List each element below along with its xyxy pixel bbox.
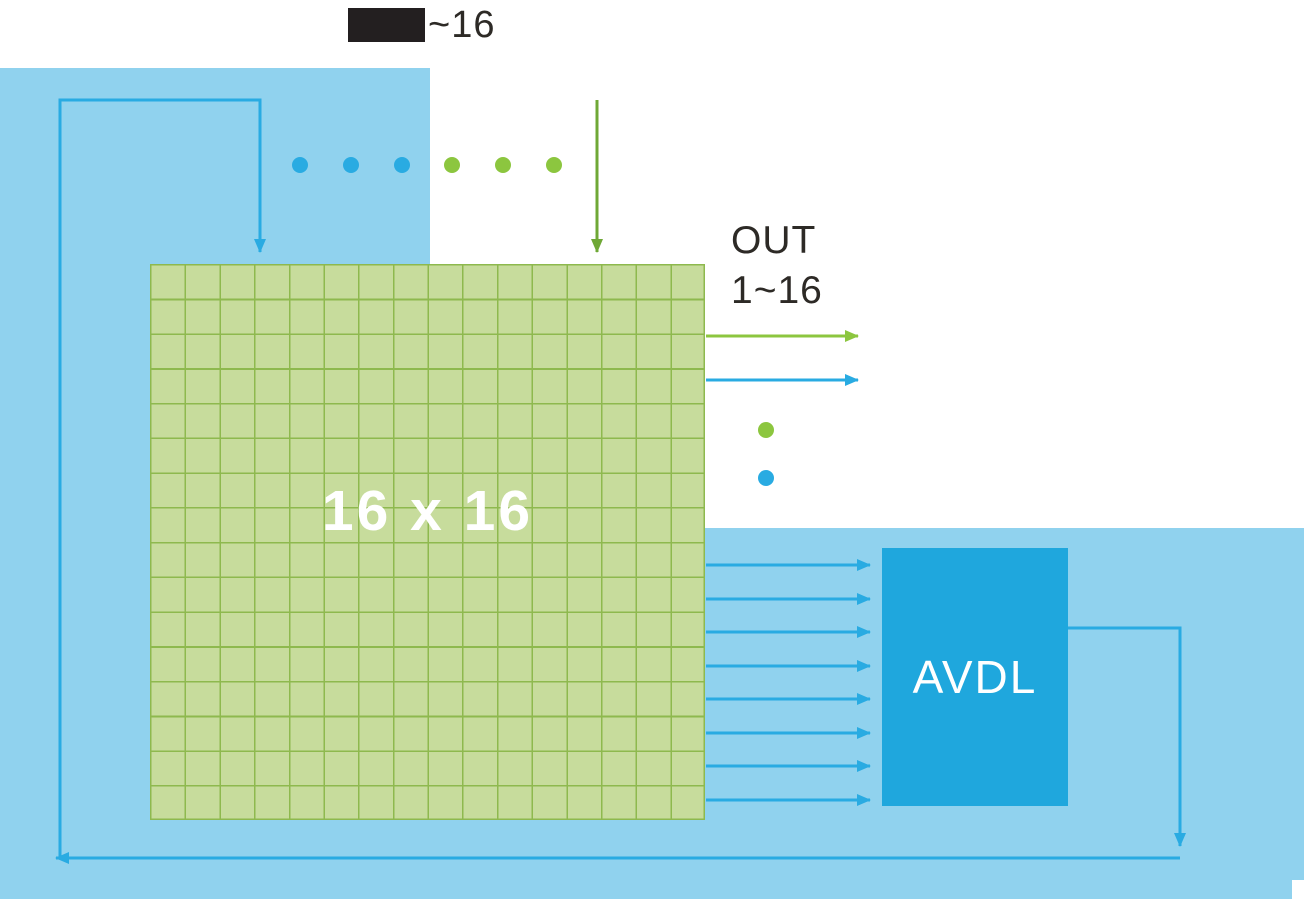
input-label-redacted-box <box>348 8 425 42</box>
input-ellipsis-dot-blue <box>292 157 308 173</box>
input-ellipsis-dot-green <box>444 157 460 173</box>
out-label-line2: 1~16 <box>731 269 823 312</box>
output-ellipsis-dot-blue <box>758 470 774 486</box>
avdl-label: AVDL <box>912 651 1038 703</box>
avdl-block: AVDL <box>882 548 1068 806</box>
input-range-label: ~16 <box>428 4 496 46</box>
out-range-label: OUT 1~16 <box>731 216 823 316</box>
input-ellipsis-dot-green <box>546 157 562 173</box>
input-ellipsis-dot-blue <box>343 157 359 173</box>
matrix-size-label: 16 x 16 <box>321 479 534 543</box>
output-ellipsis-dot-green <box>758 422 774 438</box>
bottom-blue-strip <box>0 880 1292 899</box>
out-label-line1: OUT <box>731 219 817 262</box>
matrix-grid-16x16: 16 x 16 <box>150 264 705 820</box>
input-ellipsis-dot-green <box>495 157 511 173</box>
input-ellipsis-dot-blue <box>394 157 410 173</box>
